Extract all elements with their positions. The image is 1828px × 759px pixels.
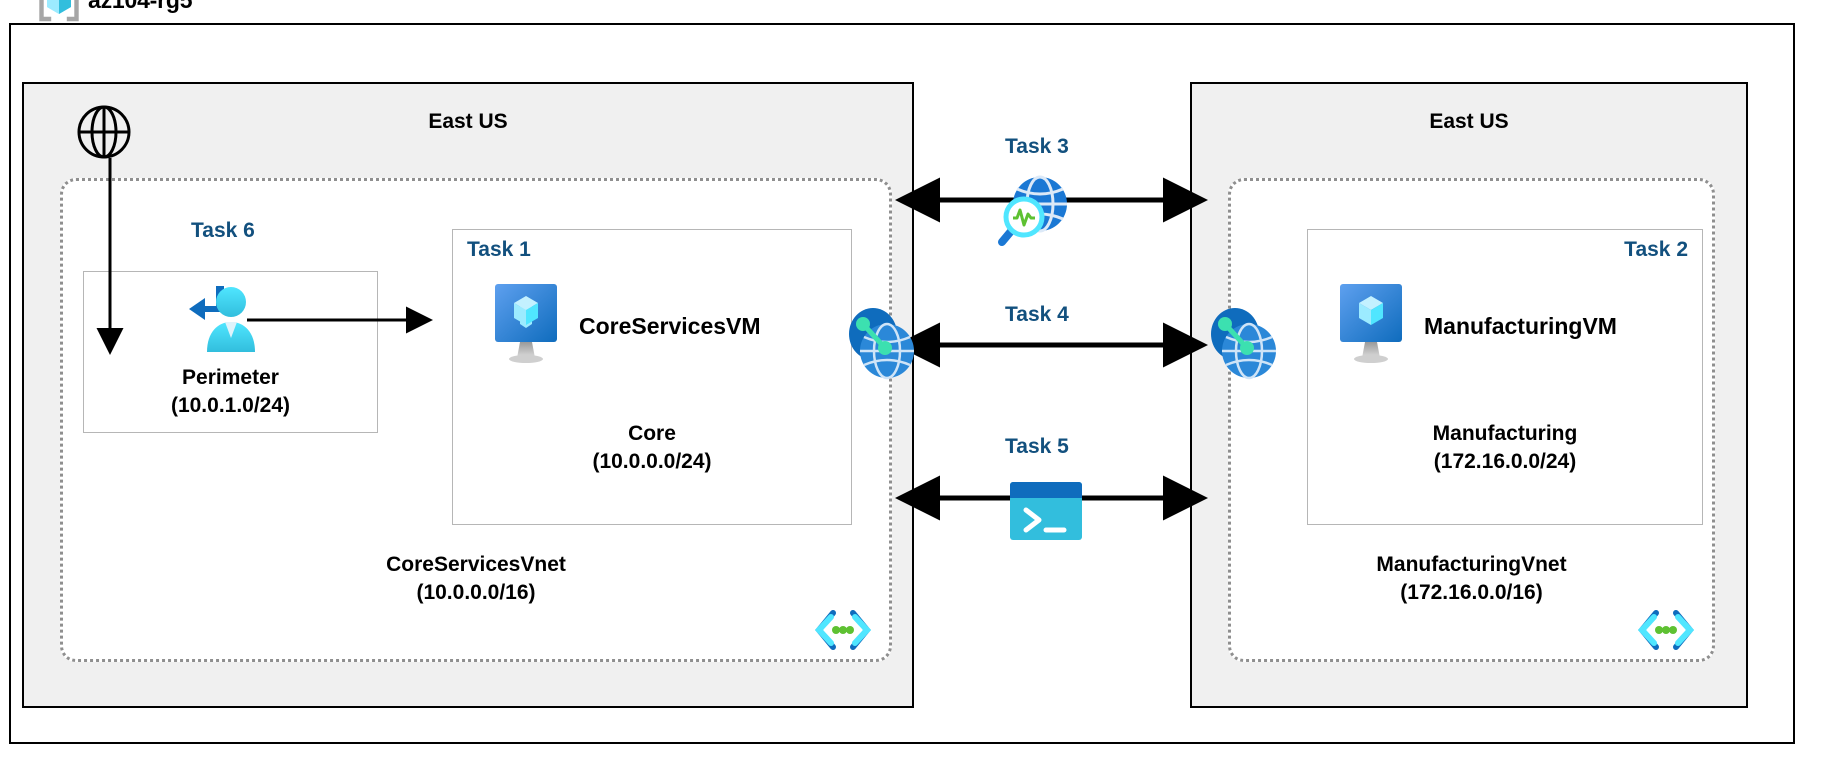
bastion-user-icon: [183, 282, 261, 363]
virtual-machine-icon-core: [487, 282, 565, 371]
center-task-label-5: Task 5: [1005, 435, 1069, 458]
vm-name-core: CoreServicesVM: [579, 313, 761, 339]
subnet-core-cidr: (10.0.0.0/24): [592, 449, 712, 473]
subnet-manufacturing: Task 2: [1307, 229, 1703, 525]
cloud-shell-icon: [1008, 480, 1084, 547]
network-watcher-icon: [992, 172, 1078, 255]
vm-name-manufacturing: ManufacturingVM: [1424, 313, 1617, 339]
vnet-core-name: CoreServicesVnet: [386, 553, 566, 577]
subnet-perimeter: Perimeter (10.0.1.0/24): [83, 271, 378, 433]
resource-group-name: az104-rg5: [88, 0, 193, 14]
subnet-core: Task 1: [452, 229, 852, 525]
code-brackets-icon-core: [814, 607, 872, 653]
vnet-manufacturing: Task 2: [1228, 178, 1715, 662]
vnet-peering-icon-right: [1205, 307, 1281, 388]
resource-group-header: az104-rg5: [32, 0, 203, 23]
code-brackets-icon-manufacturing: [1637, 607, 1695, 653]
vnet-core-footer: CoreServicesVnet (10.0.0.0/16): [63, 551, 889, 607]
subnet-manufacturing-cidr: (172.16.0.0/24): [1433, 449, 1577, 473]
vnet-core-services: Task 6: [60, 178, 892, 662]
task-label-2: Task 2: [1624, 238, 1688, 261]
internet-globe-icon: [76, 104, 132, 165]
subnet-core-name: Core: [628, 422, 676, 445]
region-title-right: East US: [1429, 110, 1509, 133]
vnet-peering-icon-left: [843, 307, 919, 388]
vnet-manufacturing-cidr: (172.16.0.0/16): [1400, 581, 1543, 605]
vnet-manufacturing-footer: ManufacturingVnet (172.16.0.0/16): [1231, 551, 1712, 607]
region-panel-right: East US Task 2: [1190, 82, 1748, 708]
subnet-manufacturing-name: Manufacturing: [1432, 422, 1578, 445]
region-title-left: East US: [428, 110, 508, 133]
subnet-perimeter-cidr: (10.0.1.0/24): [170, 393, 291, 417]
resource-group-frame: [9, 23, 1795, 744]
task-label-6: Task 6: [191, 219, 255, 242]
virtual-machine-icon-manufacturing: [1332, 282, 1410, 371]
vnet-core-cidr: (10.0.0.0/16): [416, 581, 536, 605]
vnet-manufacturing-name: ManufacturingVnet: [1376, 553, 1567, 577]
subnet-perimeter-name: Perimeter: [182, 366, 279, 389]
center-task-label-4: Task 4: [1005, 303, 1069, 326]
region-panel-left: East US Task 6: [22, 82, 914, 708]
azure-resource-group-icon: [36, 0, 82, 23]
task-label-1: Task 1: [467, 238, 531, 261]
center-task-label-3: Task 3: [1005, 135, 1069, 158]
